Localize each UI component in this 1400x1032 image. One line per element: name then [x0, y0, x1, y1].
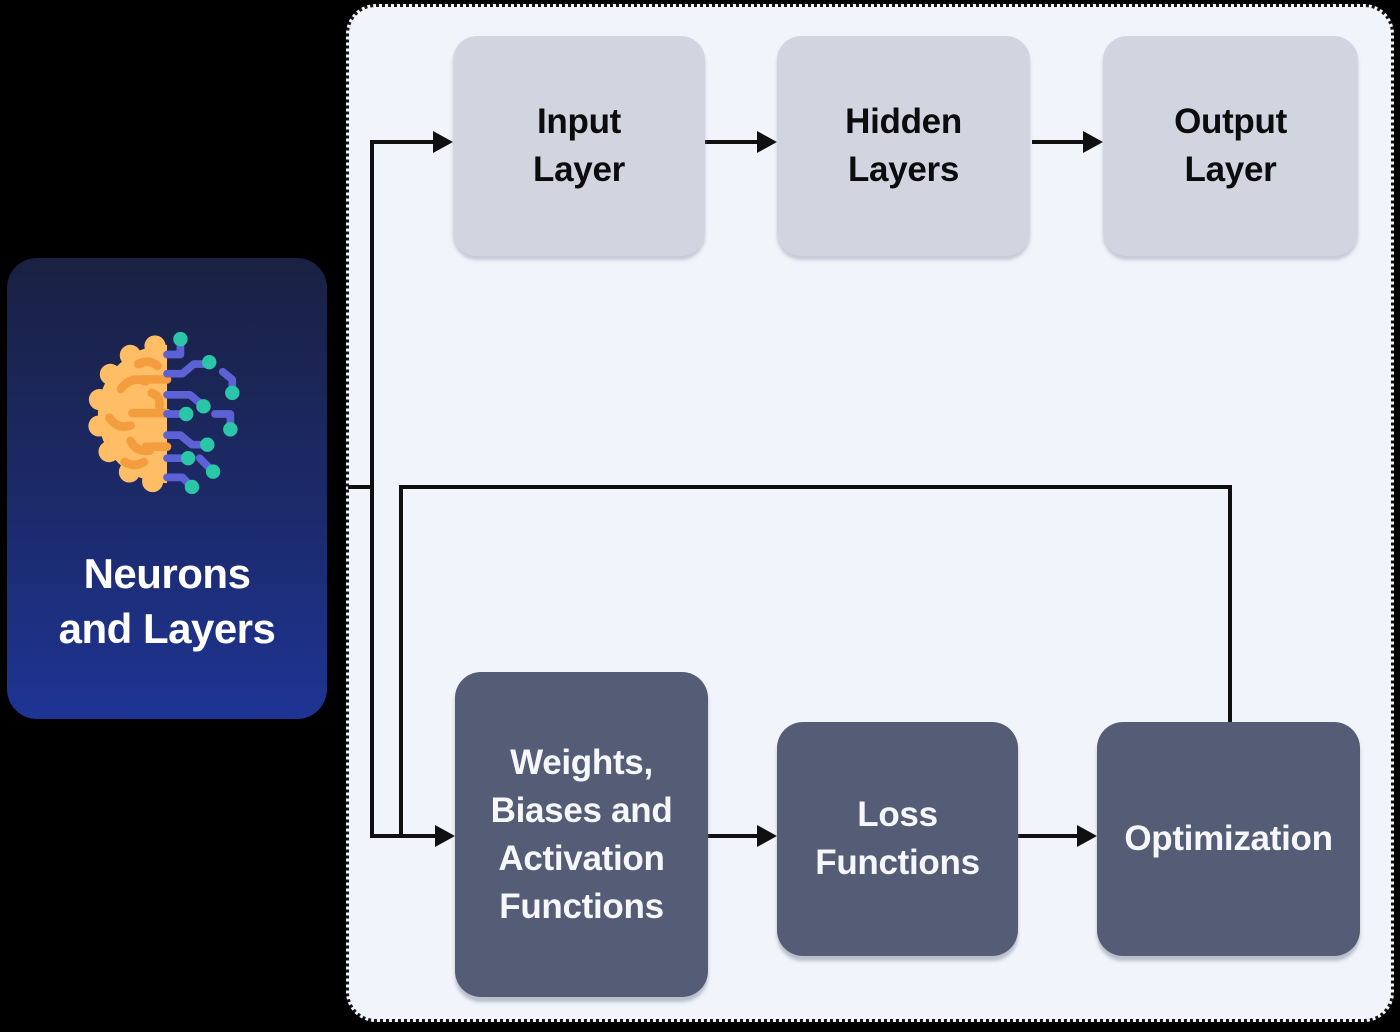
card-title-line-1: Neurons: [83, 550, 251, 597]
node-hidden-layers: Hidden Layers: [777, 36, 1030, 256]
card-title-line-2: and Layers: [58, 605, 276, 652]
connector-feedback-left-vertical: [399, 485, 403, 838]
node-weights-biases-activation: Weights, Biases and Activation Functions: [455, 672, 708, 997]
connector-hidden-to-output: [1032, 140, 1083, 144]
node-hidden-layers-label: Hidden Layers: [845, 102, 962, 189]
node-output-layer: Output Layer: [1103, 36, 1358, 256]
node-input-layer: Input Layer: [453, 36, 705, 256]
topic-card-neurons-and-layers: Neurons and Layers: [7, 258, 327, 719]
connector-feedback-right-vertical: [1228, 485, 1232, 724]
connector-feedback-horizontal: [399, 485, 1232, 489]
node-loss-functions: Loss Functions: [777, 722, 1018, 956]
arrowhead-into-output-layer: [1083, 131, 1103, 153]
connector-input-to-hidden: [705, 140, 757, 144]
connector-loss-to-optimization: [1018, 834, 1077, 838]
node-loss-functions-label: Loss Functions: [815, 795, 980, 882]
connector-weights-to-loss: [708, 834, 757, 838]
node-input-layer-label: Input Layer: [533, 102, 625, 189]
connector-card-trunk-vertical: [370, 140, 374, 838]
node-optimization: Optimization: [1097, 722, 1360, 956]
connector-to-weights-line: [372, 834, 435, 838]
connector-to-input-line: [372, 140, 433, 144]
brain-circuit-icon: [71, 318, 263, 510]
node-optimization-label: Optimization: [1124, 819, 1333, 858]
node-output-layer-label: Output Layer: [1174, 102, 1287, 189]
arrowhead-into-loss-functions: [757, 825, 777, 847]
arrowhead-into-weights: [435, 825, 455, 847]
node-weights-biases-activation-label: Weights, Biases and Activation Functions: [490, 742, 673, 926]
arrowhead-into-optimization: [1077, 825, 1097, 847]
arrowhead-into-input-layer: [433, 131, 453, 153]
arrowhead-into-hidden-layers: [757, 131, 777, 153]
card-title: Neurons and Layers: [7, 546, 327, 656]
connector-card-stub: [348, 485, 372, 489]
